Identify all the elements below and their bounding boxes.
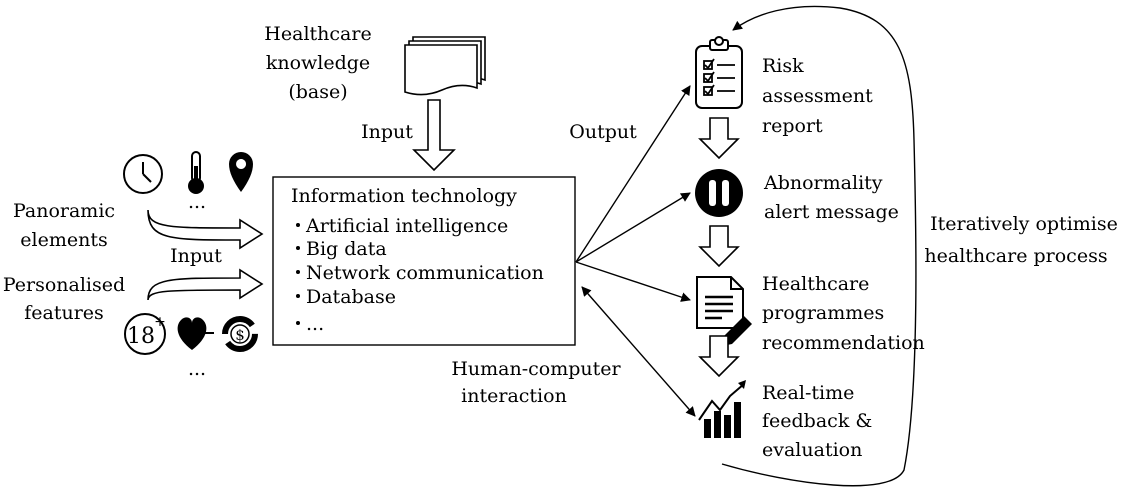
info-item-database: Database xyxy=(306,286,396,308)
info-item-network: Network communication xyxy=(306,262,544,284)
clock-icon xyxy=(123,154,163,194)
panoramic-line-2: elements xyxy=(20,229,107,251)
output-4-line-1: Real-time xyxy=(762,382,854,404)
output-4-line-2: feedback & xyxy=(762,410,872,432)
output-4-line-3: evaluation xyxy=(762,439,862,461)
input-top-label: Input xyxy=(361,121,413,143)
loop-line-1: Iteratively optimise xyxy=(930,213,1118,235)
knowledge-line-1: Healthcare xyxy=(264,23,371,45)
age-18-plus-icon: 18 + xyxy=(124,313,166,355)
output-1-line-1: Risk xyxy=(762,55,804,77)
hci-line-2: interaction xyxy=(461,385,567,407)
info-item-more: ... xyxy=(306,313,324,335)
pause-alert-icon xyxy=(695,169,743,217)
output-arrows xyxy=(575,85,696,417)
output-3-line-1: Healthcare xyxy=(762,273,869,295)
info-box-list: Artificial intelligence Big data Network… xyxy=(296,215,544,335)
panoramic-input-arrow xyxy=(147,209,264,250)
hci-line-1: Human-computer xyxy=(451,358,621,380)
info-item-ai: Artificial intelligence xyxy=(305,215,508,237)
thermometer-icon xyxy=(188,151,204,194)
age-number: 18 xyxy=(127,324,155,349)
output-2-line-1: Abnormality xyxy=(763,172,883,194)
knowledge-line-2: knowledge xyxy=(266,52,370,74)
output-3-line-3: recommendation xyxy=(762,332,925,354)
knowledge-base-label: Healthcare knowledge (base) xyxy=(264,23,371,103)
heart-pulse-icon xyxy=(177,317,214,350)
panoramic-line-1: Panoramic xyxy=(13,200,115,222)
info-box-title: Information technology xyxy=(291,185,517,207)
panoramic-more: ... xyxy=(188,191,206,213)
input-left-label: Input xyxy=(170,245,222,267)
svg-text:$: $ xyxy=(235,326,245,344)
money-cycle-icon: $ xyxy=(222,316,258,352)
personalised-line-1: Personalised xyxy=(3,274,125,296)
personalised-more: ... xyxy=(188,358,206,380)
personalised-input-arrow xyxy=(147,268,264,301)
info-item-big-data: Big data xyxy=(306,238,387,260)
output-1-line-3: report xyxy=(762,115,823,137)
output-label: Output xyxy=(569,121,637,143)
output-3-line-2: programmes xyxy=(762,302,884,324)
document-pen-icon xyxy=(696,276,752,346)
age-plus: + xyxy=(154,314,166,330)
loop-line-2: healthcare process xyxy=(924,245,1107,267)
info-technology-box xyxy=(272,176,576,346)
personalised-line-2: features xyxy=(24,302,104,324)
knowledge-line-3: (base) xyxy=(288,81,347,103)
flow-arrow-1 xyxy=(698,117,740,160)
iteration-loop-arrow xyxy=(721,5,917,487)
flow-arrow-3 xyxy=(698,335,740,378)
input-down-arrow xyxy=(412,99,456,172)
flow-arrow-2 xyxy=(698,225,740,268)
location-pin-icon xyxy=(229,152,253,192)
trend-chart-icon xyxy=(698,380,746,438)
checklist-clipboard-icon xyxy=(695,36,743,109)
output-1-line-2: assessment xyxy=(762,85,873,107)
document-stack-icon xyxy=(404,36,486,96)
output-2-line-2: alert message xyxy=(764,201,899,223)
